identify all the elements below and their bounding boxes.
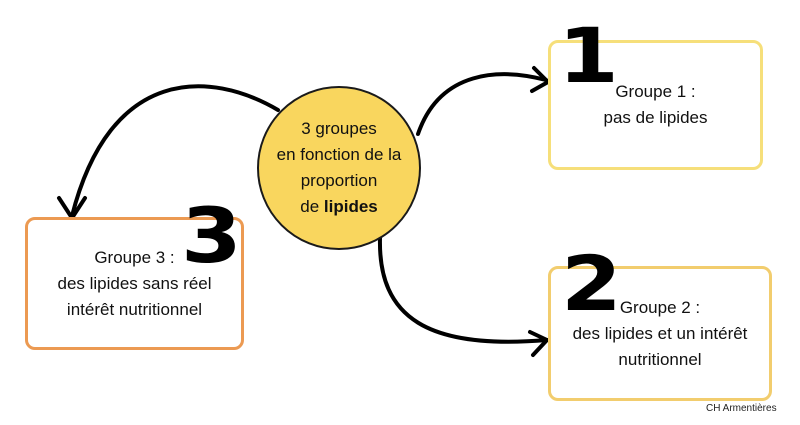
center-line-2: en fonction de la (276, 145, 402, 164)
group-3-box: Groupe 3 : des lipides sans réel intérêt… (25, 217, 244, 350)
group-1-title: Groupe 1 : (615, 82, 696, 101)
group-3-number: 3 (181, 191, 242, 280)
credit-label: CH Armentières (706, 403, 777, 414)
group-2-title: Groupe 2 : (619, 297, 701, 317)
arrow-to-group-3-head (57, 196, 87, 220)
group-2-description-line-1: des lipides et un intérêt (572, 323, 748, 343)
group-1-number: 1 (558, 11, 619, 100)
group-1-box: Groupe 1 : pas de lipides (548, 40, 763, 170)
group-2-box: Groupe 2 : des lipides et un intérêt nut… (548, 266, 772, 401)
central-concept: 3 groupes en fonction de la proportion d… (257, 86, 421, 250)
group-3-title: Groupe 3 : (94, 247, 175, 267)
center-line-3: proportion (300, 171, 378, 190)
arrow-to-group-2-head (528, 330, 549, 357)
center-line-1: 3 groupes (301, 119, 377, 138)
center-line-4-prefix: de (300, 197, 324, 216)
center-line-4: de lipides (300, 194, 378, 220)
arrow-to-group-1 (416, 72, 548, 136)
group-1-description: pas de lipides (603, 108, 708, 127)
center-keyword: lipides (323, 197, 378, 216)
group-2-description-line-2: nutritionnel (618, 349, 702, 369)
arrow-to-group-3 (70, 84, 280, 218)
group-3-description-line-1: des lipides sans réel (57, 273, 212, 293)
group-2-number: 2 (561, 239, 622, 328)
group-3-description-line-2: intérêt nutritionnel (66, 299, 203, 319)
arrow-to-group-2 (377, 236, 549, 344)
